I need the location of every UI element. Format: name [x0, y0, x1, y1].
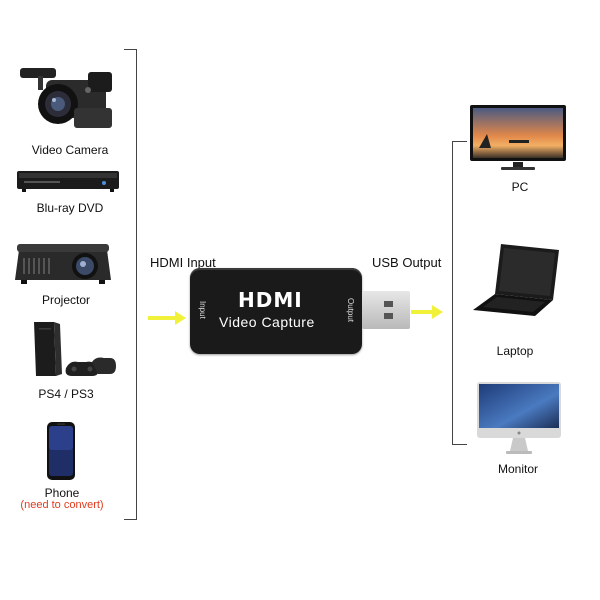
input-label-video-camera: Video Camera [31, 143, 109, 157]
device-output-side-label: Output [346, 298, 355, 323]
pc-monitor-icon [470, 105, 566, 170]
output-label-laptop: Laptop [496, 344, 534, 358]
bluray-player-icon [17, 171, 119, 192]
output-arrow-head [432, 305, 443, 319]
input-arrow-head [175, 311, 186, 325]
device-name: Video Capture [219, 314, 315, 330]
output-label-monitor: Monitor [497, 462, 538, 476]
input-arrow [148, 316, 176, 320]
hdmi-input-label: HDMI Input [150, 255, 216, 270]
input-label-bluray: Blu-ray DVD [36, 201, 104, 215]
input-label-projector: Projector [41, 293, 91, 307]
input-label-phone: Phone [44, 486, 80, 500]
device-input-side-label: Input [198, 301, 207, 319]
input-note-phone: (need to convert) [20, 499, 104, 511]
laptop-icon [473, 244, 559, 316]
output-bracket [452, 141, 467, 445]
capture-device: HDMI Video Capture Input Output [190, 268, 362, 354]
video-camera-icon [20, 68, 112, 128]
input-label-console: PS4 / PS3 [38, 387, 94, 401]
monitor-icon [477, 382, 561, 454]
output-arrow [411, 310, 433, 314]
usb-plug [362, 291, 410, 329]
output-label-pc: PC [511, 180, 529, 194]
phone-icon [47, 422, 75, 480]
hdmi-logo: HDMI [238, 288, 303, 312]
usb-output-label: USB Output [372, 255, 442, 270]
projector-icon [15, 244, 111, 284]
game-console-icon [34, 322, 116, 376]
input-bracket [124, 49, 137, 520]
